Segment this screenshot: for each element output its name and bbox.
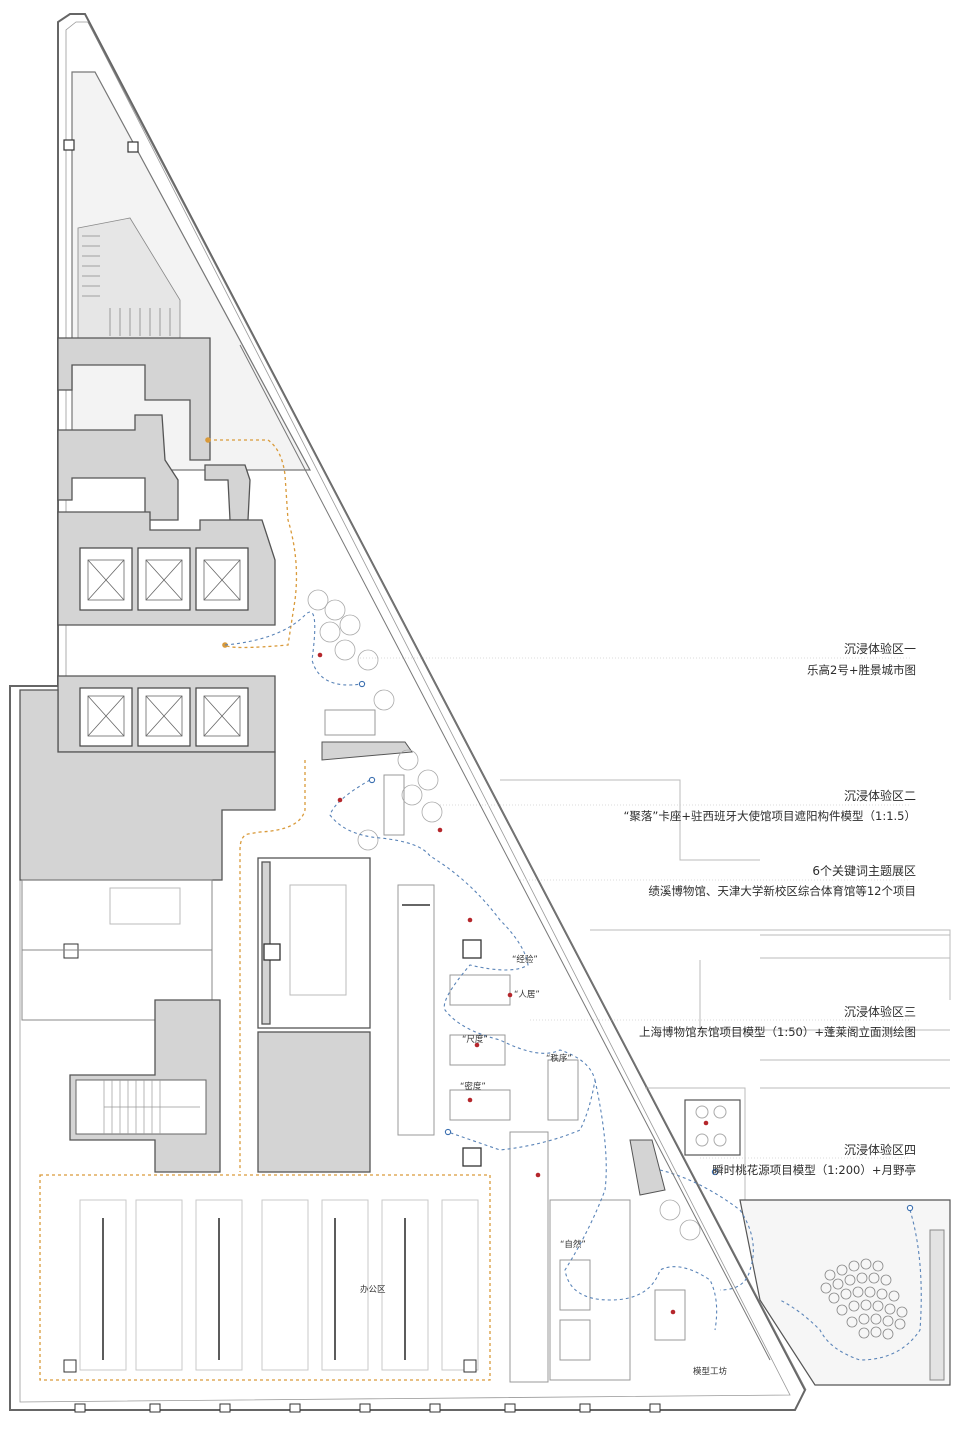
zone1-title: 沉浸体验区一 (843, 642, 916, 656)
keyword-label: “自然” (560, 1240, 586, 1250)
keyword-label: “尺度” (462, 1035, 488, 1045)
zone4-title: 沉浸体验区三 (843, 1005, 916, 1019)
diagonal-facade (87, 21, 807, 1391)
zone2-subtitle: “聚落”卡座+驻西班牙大使馆项目遮阳构件模型（1:1.5） (623, 809, 916, 823)
keyword-label: “密度” (460, 1082, 486, 1092)
seating-area (739, 1199, 951, 1386)
zone3-title: 6个关键词主题展区 (812, 864, 916, 878)
zone1-subtitle: 乐高2号+胜景城市图 (807, 663, 916, 677)
neighbor-terraces (500, 779, 951, 1201)
central-meeting-room (257, 857, 371, 1173)
west-meeting-room (21, 879, 213, 1021)
keyword-label: “经验” (512, 955, 538, 965)
bottom-columns (74, 1403, 661, 1413)
keyword-label: “秩序” (546, 1054, 572, 1064)
zone4-subtitle: 上海博物馆东馆项目模型（1:50）+蓬莱阁立面测绘图 (639, 1025, 916, 1039)
elevators-lower (57, 675, 276, 753)
exhibition-fixtures (321, 709, 686, 1383)
zone2-title: 沉浸体验区二 (843, 789, 916, 803)
office-workstations (39, 1174, 491, 1381)
elevators-upper (79, 547, 249, 611)
zone5-title: 沉浸体验区四 (843, 1143, 916, 1157)
visit-route (224, 611, 922, 1361)
keyword-label: “人居” (514, 990, 540, 1000)
lower-stair (69, 999, 221, 1173)
model-workshop-label: 模型工坊 (693, 1367, 728, 1377)
tree-symbols (307, 589, 701, 1241)
zone3-subtitle: 绩溪博物馆、天津大学新校区综合体育馆等12个项目 (648, 884, 916, 898)
top-courtyard (63, 71, 312, 471)
zone5-subtitle: 瞬时桃花源项目模型（1:200）+月野亭 (712, 1163, 916, 1177)
right-courtyard (684, 1099, 741, 1156)
annotation-leaders (360, 657, 910, 1159)
office-area-label: 办公区 (360, 1285, 386, 1295)
exhibit-markers (317, 652, 709, 1315)
